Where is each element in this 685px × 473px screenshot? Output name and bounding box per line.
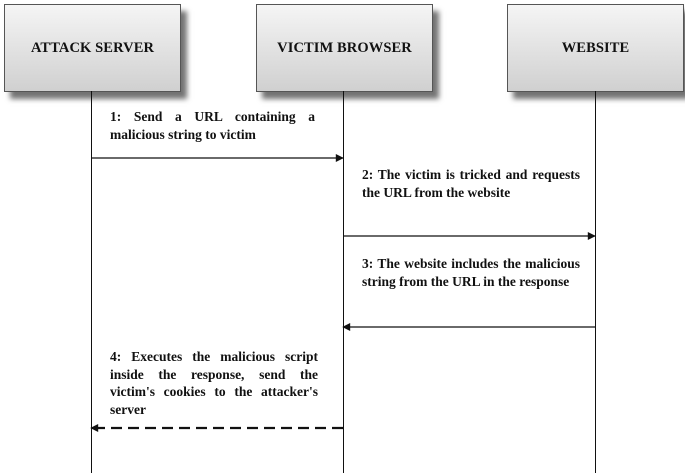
message-2-text: 2: The victim is tricked and requests th…: [362, 167, 580, 200]
victim-browser-lifeline: [343, 91, 344, 473]
website-lifeline: [595, 91, 596, 473]
attack-server-box: ATTACK SERVER: [4, 4, 181, 92]
website-box: WEBSITE: [507, 4, 684, 92]
website-label: WEBSITE: [561, 39, 630, 56]
message-3-text: 3: The website includes the malicious st…: [362, 256, 580, 289]
message-4-text: 4: Executes the malicious script inside …: [110, 349, 318, 417]
message-1-text: 1: Send a URL containing a malicious str…: [110, 109, 315, 142]
attack-server-lifeline: [91, 91, 92, 473]
victim-browser-label: VICTIM BROWSER: [277, 39, 412, 56]
victim-browser-box: VICTIM BROWSER: [256, 4, 433, 92]
attack-server-label: ATTACK SERVER: [30, 39, 155, 56]
